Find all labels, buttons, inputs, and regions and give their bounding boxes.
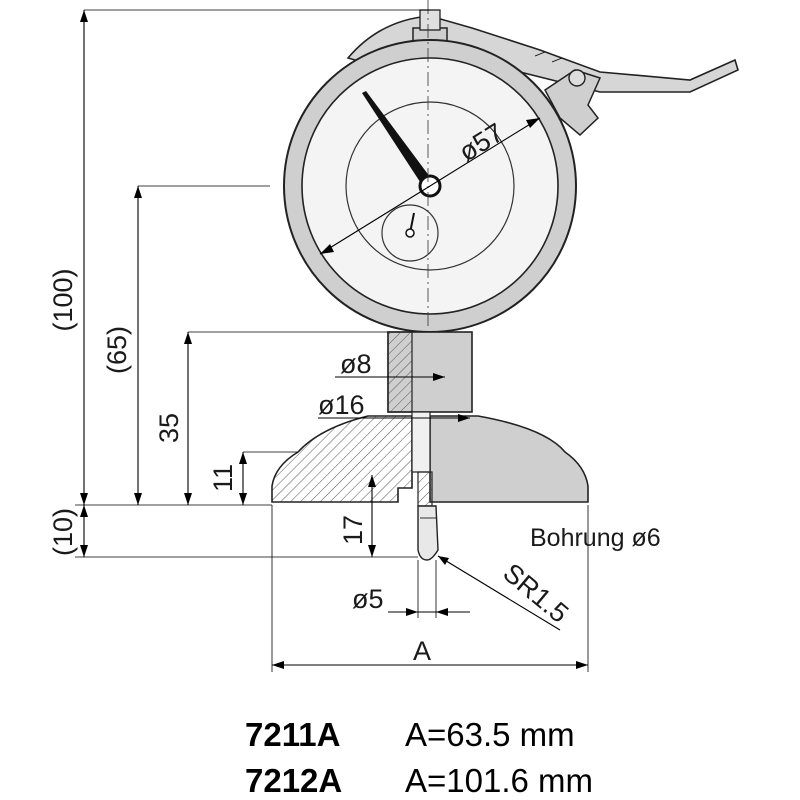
label-base-height: 11 xyxy=(208,464,238,492)
label-bore-note: Bohrung ø6 xyxy=(530,524,661,552)
label-stem-height: 35 xyxy=(154,413,184,443)
model-table: 7211A A=63.5 mm 7212A A=101.6 mm xyxy=(245,716,593,799)
label-tip-radius: SR1.5 xyxy=(497,557,574,628)
label-dial-center-height: (65) xyxy=(102,326,132,374)
model-spec-2: A=101.6 mm xyxy=(405,762,593,799)
model-code-2: 7212A xyxy=(245,762,342,799)
dimension-lines xyxy=(75,9,589,672)
label-plunger-travel: 17 xyxy=(338,515,368,545)
model-code-1: 7211A xyxy=(245,716,340,753)
label-tip-diameter: ø5 xyxy=(352,584,384,614)
needle-icon xyxy=(362,91,433,188)
label-collar-diameter: ø16 xyxy=(318,390,365,420)
stem-and-base xyxy=(271,331,589,561)
label-overall-height: (100) xyxy=(48,268,78,331)
label-stem-diameter: ø8 xyxy=(340,349,372,379)
label-bottom-offset: (10) xyxy=(48,508,78,556)
model-spec-1: A=63.5 mm xyxy=(405,716,575,753)
label-base-width: A xyxy=(413,636,431,666)
